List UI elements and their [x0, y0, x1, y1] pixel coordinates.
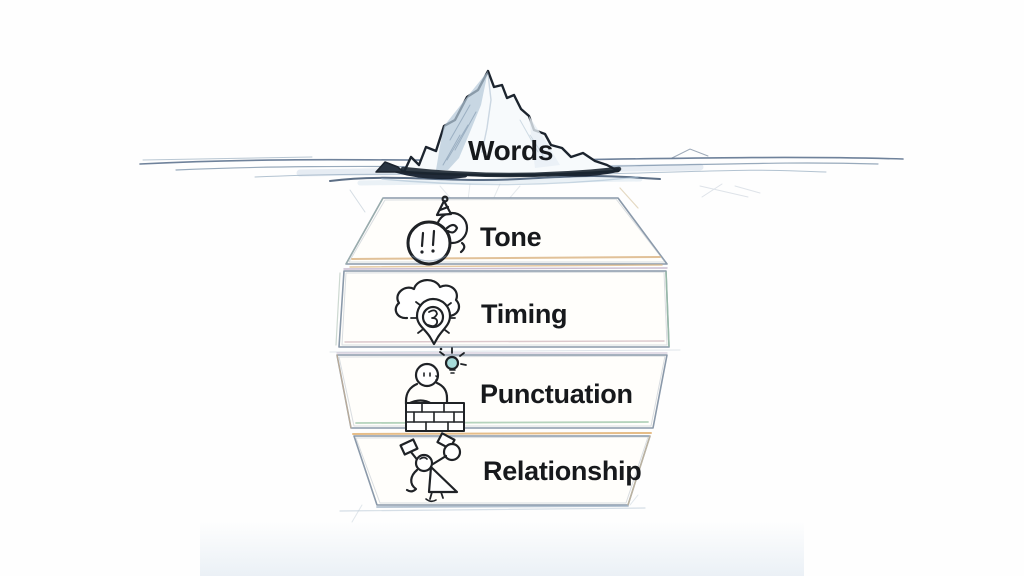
- layer-band-relationship: [339, 432, 652, 523]
- timing-icon: [394, 279, 461, 346]
- iceberg-above-water: [375, 69, 639, 186]
- iceberg-left-rock: [375, 161, 404, 173]
- iceberg-left-shading: [436, 71, 488, 170]
- layer-label-punctuation: Punctuation: [480, 379, 633, 409]
- punctuation-icon: [404, 347, 467, 432]
- surface-label: Words: [468, 135, 554, 166]
- layer-label-timing: Timing: [481, 299, 568, 329]
- iceberg-waterline-shadow: [400, 166, 622, 178]
- deep-water-wash: [200, 521, 804, 576]
- tone-icon: [406, 195, 469, 266]
- iceberg-right-shading: [529, 116, 560, 168]
- relationship-icon: [399, 432, 462, 503]
- layer-label-tone: Tone: [480, 222, 542, 252]
- layer-label-relationship: Relationship: [483, 456, 642, 486]
